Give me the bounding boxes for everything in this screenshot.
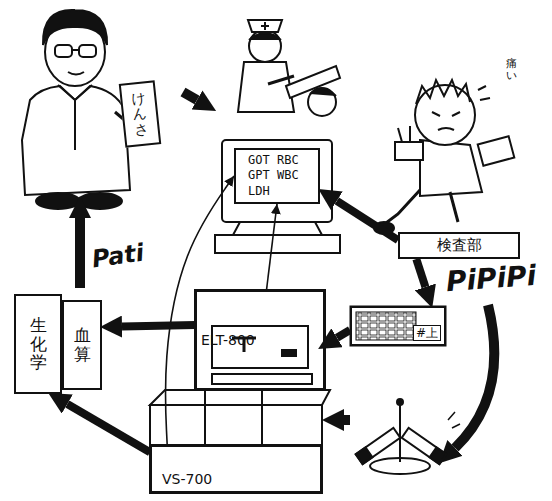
node-label: #上 <box>413 325 441 341</box>
computer-monitor <box>215 235 340 253</box>
flow-arrow <box>67 404 150 452</box>
node-label: 検査部 <box>437 236 482 255</box>
nurse-figure <box>249 30 281 62</box>
nurse-figure <box>261 22 269 30</box>
doctor-figure <box>68 72 84 75</box>
patient-figure <box>478 136 515 166</box>
analyzer-top <box>150 445 322 493</box>
node-label: ELT-800 <box>201 332 255 348</box>
flow-arrow <box>416 259 425 287</box>
sample-tubes <box>356 447 373 464</box>
sample-tubes <box>402 428 447 464</box>
sample-tubes <box>402 428 447 464</box>
sound-word: Pati <box>90 239 145 274</box>
analyzer-machine: ELT-800 <box>195 290 325 390</box>
nurse-figure <box>238 20 340 116</box>
patient-figure <box>450 192 458 222</box>
flow-arrow <box>267 204 278 290</box>
report-paper: けんさ <box>119 80 161 147</box>
nurse-figure <box>286 66 340 98</box>
sample-tubes <box>430 447 447 464</box>
nurse-figure <box>308 88 336 116</box>
sample-tubes <box>397 399 403 405</box>
node-label: GOT RBC GPT WBC LDH <box>248 153 306 200</box>
computer-monitor <box>233 222 322 235</box>
keyboard-keys <box>350 306 446 346</box>
analyzer-top <box>205 390 262 445</box>
analyzer-details <box>195 290 325 390</box>
doctor-figure <box>79 45 96 57</box>
sample-tubes <box>356 399 460 474</box>
doctor-figure <box>78 193 122 209</box>
patient-figure <box>395 142 423 160</box>
patient-figure <box>409 126 411 142</box>
vertical-label: 血算 <box>74 326 91 363</box>
doctor-figure <box>58 85 92 100</box>
keyboard: #上 <box>350 306 446 346</box>
analyzer-details <box>282 350 296 356</box>
report-paper: 血算 <box>62 300 102 390</box>
doctor-figure <box>72 49 79 51</box>
keyboard-keys <box>350 306 446 346</box>
flow-arrow <box>183 92 197 100</box>
sample-tubes <box>448 412 460 428</box>
analyzer-details <box>212 374 312 384</box>
analyzer-top <box>150 390 330 493</box>
flow-arrow <box>344 415 350 425</box>
sample-tubes <box>399 404 401 462</box>
doctor-figure <box>74 100 76 150</box>
flow-arrow <box>337 330 350 338</box>
patient-figure <box>438 128 454 130</box>
analyzer-details <box>195 290 325 390</box>
pain-note: 痛い <box>506 58 517 82</box>
nurse-figure <box>268 76 294 84</box>
patient-figure <box>420 140 482 196</box>
doctor-figure <box>43 10 107 45</box>
patient-figure <box>382 190 420 226</box>
flow-arrow <box>455 305 494 448</box>
patient-figure <box>398 128 402 142</box>
analyzer-top <box>150 405 322 445</box>
analyzer-machine: VS-700 <box>150 445 322 493</box>
patient-figure <box>478 86 490 100</box>
doctor-figure <box>36 193 80 209</box>
flow-arrow <box>75 218 85 288</box>
patient-figure <box>416 80 470 104</box>
node-label: VS-700 <box>162 471 212 487</box>
sample-tubes <box>356 428 401 464</box>
report-paper: 生化学 <box>14 294 62 394</box>
sample-tubes <box>356 428 401 464</box>
nurse-figure <box>249 33 281 40</box>
screen-display: GOT RBC GPT WBC LDH <box>234 148 320 204</box>
doctor-figure <box>55 45 72 57</box>
flow-arrow <box>122 325 195 327</box>
sound-word: PiPiPi <box>445 259 537 298</box>
patient-figure <box>374 80 514 234</box>
doctor-figure <box>22 86 130 195</box>
computer-monitor <box>215 140 340 253</box>
flow-arrow <box>337 201 398 240</box>
vertical-label: 生化学 <box>30 316 47 372</box>
vertical-label: けんさ <box>131 90 150 137</box>
department-box: 検査部 <box>398 232 520 259</box>
nurse-figure <box>248 20 282 32</box>
keyboard-keys <box>356 312 416 340</box>
analyzer-top <box>150 390 330 405</box>
nurse-figure <box>310 88 336 96</box>
flow-arrow <box>165 176 234 445</box>
patient-figure <box>432 112 460 116</box>
